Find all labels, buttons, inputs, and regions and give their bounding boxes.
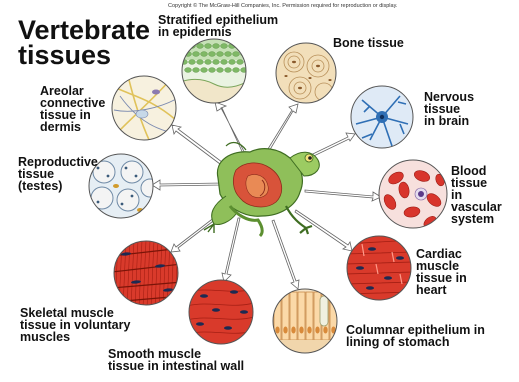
label-blood-tissue: Blood tissue in vascular system (451, 165, 502, 225)
epithelial-cell (217, 68, 224, 73)
epithelial-cell (201, 52, 208, 57)
epithelial-cell (205, 60, 212, 65)
cell-nucleus (315, 327, 319, 334)
label-smooth-muscle: Smooth muscle tissue in intestinal wall (108, 348, 244, 372)
frog-illustration (204, 143, 319, 236)
epithelial-cell (221, 60, 228, 65)
stratified-epithelium-circle (180, 38, 255, 110)
epithelial-cell (189, 60, 196, 65)
epithelial-cell (233, 52, 240, 57)
cell-nucleus (283, 327, 287, 334)
label-areolar-tissue: Areolar connective tissue in dermis (40, 85, 105, 133)
epithelial-cell (221, 44, 228, 49)
epithelial-cell (237, 60, 244, 65)
epithelial-cell (237, 44, 244, 49)
epithelial-cell (229, 60, 236, 65)
epithelial-cell (213, 60, 220, 65)
cell-nucleus (291, 327, 295, 334)
epithelial-cell (213, 44, 220, 49)
nervous-tissue-circle (350, 85, 414, 149)
epithelial-cell (201, 68, 208, 73)
label-skeletal-muscle: Skeletal muscle tissue in voluntary musc… (20, 307, 130, 343)
epithelial-cell (233, 68, 240, 73)
copyright-notice: Copyright © The McGraw-Hill Companies, I… (168, 3, 397, 9)
arrow-smooth (222, 218, 240, 282)
label-columnar-epithelium: Columnar epithelium in lining of stomach (346, 324, 485, 348)
epithelial-cell (193, 68, 200, 73)
arrow-blood (305, 190, 381, 201)
label-nervous-tissue: Nervous tissue in brain (424, 91, 474, 127)
cardiac-muscle-circle (344, 234, 414, 304)
epithelial-cell (181, 44, 188, 49)
epithelial-cell (249, 52, 256, 57)
arrow-reproductive (152, 180, 222, 190)
epithelial-cell (225, 68, 232, 73)
cell-nucleus (275, 327, 279, 334)
label-bone-tissue: Bone tissue (333, 37, 404, 49)
areolar-tissue-circle (110, 74, 178, 142)
label-cardiac-muscle: Cardiac muscle tissue in heart (416, 248, 467, 296)
epithelial-cell (245, 44, 252, 49)
cell-nucleus (299, 327, 303, 334)
cell-nucleus (307, 327, 311, 334)
epithelial-cell (209, 68, 216, 73)
skeletal-muscle-circle (111, 239, 182, 309)
epithelial-cell (185, 68, 192, 73)
epithelial-cell (197, 60, 204, 65)
smooth-muscle-circle (187, 278, 257, 348)
label-reproductive-tissue: Reproductive tissue (testes) (18, 156, 98, 192)
columnar-epithelium-circle (271, 287, 341, 358)
label-stratified-epithelium: Stratified epithelium in epidermis (158, 14, 278, 38)
cell-nucleus (323, 327, 327, 334)
epithelial-cell (249, 68, 256, 73)
epithelial-cell (217, 52, 224, 57)
arrow-columnar (272, 220, 299, 289)
epithelial-cell (225, 52, 232, 57)
blood-tissue-circle (378, 160, 448, 230)
epithelial-cell (193, 52, 200, 57)
epithelial-cell (197, 44, 204, 49)
bone-tissue-circle (274, 41, 338, 105)
epithelial-cell (209, 52, 216, 57)
page-title: Vertebrate tissues (18, 18, 150, 68)
epithelial-cell (205, 44, 212, 49)
